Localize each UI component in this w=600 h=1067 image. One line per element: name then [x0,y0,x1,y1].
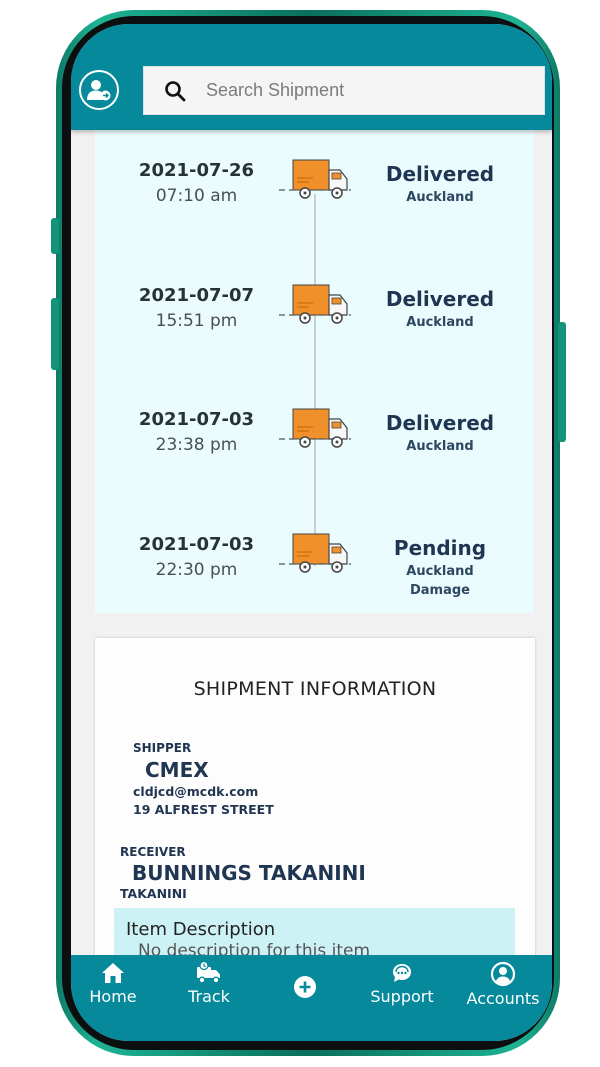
event-note: Damage [409,583,470,598]
delivery-truck-icon [279,533,351,573]
event-status: Pending [393,536,487,560]
truck-track-icon [197,961,220,984]
event-time: 15:51 pm [155,311,238,331]
event-time: 22:30 pm [155,560,238,580]
phone-side-button [51,218,59,254]
nav-home[interactable]: Home [71,961,161,1021]
bottom-navigation: Home Track [71,955,552,1041]
home-icon [102,963,124,983]
account-circle-icon [490,961,516,987]
shipper-name: CMEX [145,758,209,782]
phone-side-button [51,298,59,370]
delivery-truck-icon [279,159,351,199]
nav-home-label: Home [89,987,137,1006]
support-chat-icon [393,964,411,982]
event-location: Auckland [406,190,474,205]
nav-support[interactable]: Support [354,961,450,1021]
search-input[interactable] [206,67,526,114]
shipment-info-card: SHIPMENT INFORMATION SHIPPER CMEX cldjcd… [95,638,535,955]
user-switch-icon [87,80,111,101]
timeline-event: 2021-07-03 22:30 pm Pending Auckland Dam [95,518,534,598]
event-status: Delivered [385,162,495,186]
event-location: Auckland [406,439,474,454]
account-switch-button[interactable] [79,70,119,110]
shipper-email: cldjcd@mcdk.com [133,784,259,799]
event-location: Auckland [406,564,474,579]
nav-support-label: Support [370,987,434,1006]
event-status: Delivered [385,411,495,435]
event-location: Auckland [406,315,474,330]
nav-track-label: Track [188,987,230,1006]
timeline-event: 2021-07-26 07:10 am Delivered Auckland [95,144,534,224]
event-date: 2021-07-03 [138,409,255,430]
search-icon[interactable] [164,80,186,102]
receiver-address: TAKANINI [120,886,187,901]
add-circle-icon [294,976,316,998]
timeline-event: 2021-07-07 15:51 pm Delivered Auckland [95,269,534,349]
event-date: 2021-07-03 [138,534,255,555]
item-description-title: Item Description [126,919,276,940]
receiver-label: RECEIVER [120,845,186,859]
event-date: 2021-07-07 [138,285,255,306]
shipper-label: SHIPPER [133,741,192,755]
shipment-timeline: 2021-07-26 07:10 am Delivered Auckland [95,130,534,613]
event-time: 07:10 am [155,186,238,206]
delivery-truck-icon [279,408,351,448]
app-header [71,24,552,130]
shipper-address: 19 ALFREST STREET [133,802,274,817]
timeline-event: 2021-07-03 23:38 pm Delivered Auckland [95,393,534,473]
event-status: Delivered [385,287,495,311]
shipment-info-title: SHIPMENT INFORMATION [193,678,437,700]
search-bar[interactable] [143,66,545,115]
phone-power-button [558,322,566,442]
timeline-connector [314,194,316,566]
nav-accounts[interactable]: Accounts [455,961,551,1021]
event-time: 23:38 pm [155,435,238,455]
main-content[interactable]: 2021-07-26 07:10 am Delivered Auckland [71,130,552,955]
event-date: 2021-07-26 [138,160,255,181]
nav-track[interactable]: Track [161,961,257,1021]
receiver-name: BUNNINGS TAKANINI [132,861,366,885]
app-screen: 2021-07-26 07:10 am Delivered Auckland [71,24,552,1041]
nav-add[interactable] [257,961,353,1021]
item-description-box: Item Description No description for this… [114,908,515,955]
item-description-text: No description for this item [138,941,371,955]
nav-accounts-label: Accounts [466,989,540,1008]
delivery-truck-icon [279,284,351,324]
